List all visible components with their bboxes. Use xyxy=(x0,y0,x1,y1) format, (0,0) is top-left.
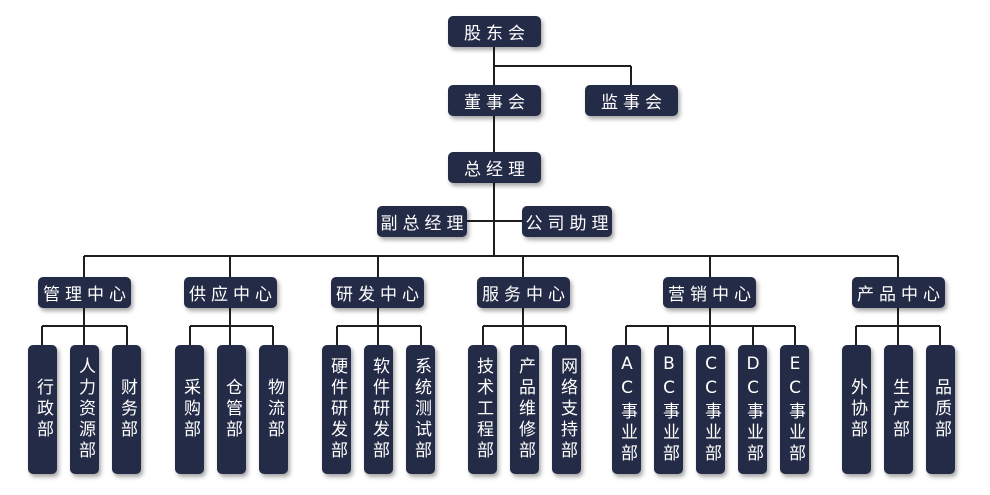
dept-admin: 行政部 xyxy=(28,345,57,474)
dept-warehouse: 仓管部 xyxy=(217,345,246,474)
board-box: 董事会 xyxy=(448,85,541,116)
shareholders-box: 股东会 xyxy=(448,16,541,47)
dept-finance: 财务部 xyxy=(112,345,141,474)
dept-product-maintenance: 产品维修部 xyxy=(510,345,539,474)
dept-quality: 品质部 xyxy=(926,345,955,474)
supervisors-box: 监事会 xyxy=(585,85,678,116)
dept-hardware-rd: 硬件研发部 xyxy=(322,345,351,474)
dept-purchase: 采购部 xyxy=(175,345,204,474)
dept-outsourcing: 外协部 xyxy=(842,345,871,474)
vgm-box: 副总经理 xyxy=(377,206,467,237)
product-center-box: 产品中心 xyxy=(852,277,945,308)
rd-center-box: 研发中心 xyxy=(331,277,424,308)
dept-hr: 人力资源部 xyxy=(70,345,99,474)
dept-ec-division: EC事业部 xyxy=(780,345,809,474)
mgmt-center-box: 管理中心 xyxy=(38,277,131,308)
marketing-center-box: 营销中心 xyxy=(663,277,756,308)
dept-cc-division: CC事业部 xyxy=(696,345,725,474)
dept-logistics: 物流部 xyxy=(259,345,288,474)
dept-ac-division: AC事业部 xyxy=(612,345,641,474)
dept-network-support: 网络支持部 xyxy=(552,345,581,474)
assistant-box: 公司助理 xyxy=(522,206,612,237)
dept-production: 生产部 xyxy=(884,345,913,474)
dept-dc-division: DC事业部 xyxy=(738,345,767,474)
dept-bc-division: BC事业部 xyxy=(654,345,683,474)
service-center-box: 服务中心 xyxy=(477,277,570,308)
dept-software-rd: 软件研发部 xyxy=(364,345,393,474)
supply-center-box: 供应中心 xyxy=(184,277,277,308)
dept-tech-engineering: 技术工程部 xyxy=(468,345,497,474)
gm-box: 总经理 xyxy=(448,152,541,183)
dept-system-testing: 系统测试部 xyxy=(406,345,435,474)
